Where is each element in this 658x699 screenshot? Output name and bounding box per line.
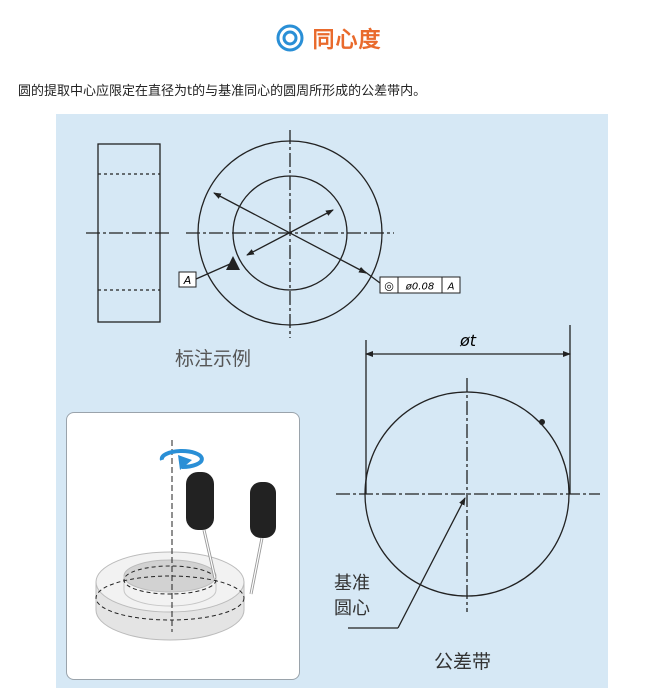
page-header: 同心度 — [0, 22, 658, 54]
datum-triangle-icon — [226, 256, 240, 270]
side-view — [86, 143, 172, 323]
rotation-arrow-icon — [159, 449, 204, 470]
drawing-caption: 标注示例 — [175, 348, 251, 370]
svg-text:A: A — [447, 282, 455, 293]
datum-center-label-line2: 圆心 — [334, 598, 370, 619]
tolerance-zone — [336, 325, 600, 629]
concentric-circles-icon — [276, 24, 304, 52]
probe-2 — [249, 482, 276, 595]
datum-label-box: A — [178, 271, 197, 288]
zone-point — [539, 419, 545, 425]
description-text: 圆的提取中心应限定在直径为t的与基准同心的圆周所形成的公差带内。 — [18, 84, 427, 99]
page-title: 同心度 — [312, 28, 382, 53]
probe-1 — [186, 472, 217, 579]
svg-text:A: A — [183, 274, 192, 287]
feature-control-frame: ◎ ø0.08 A — [379, 276, 461, 294]
svg-text:◎: ◎ — [384, 280, 394, 293]
diameter-label: øt — [459, 331, 477, 350]
datum-center-label-line1: 基准 — [334, 573, 370, 594]
ring-part — [95, 440, 245, 641]
zone-caption: 公差带 — [434, 651, 491, 673]
svg-text:ø0.08: ø0.08 — [405, 282, 434, 293]
front-view — [186, 130, 394, 338]
